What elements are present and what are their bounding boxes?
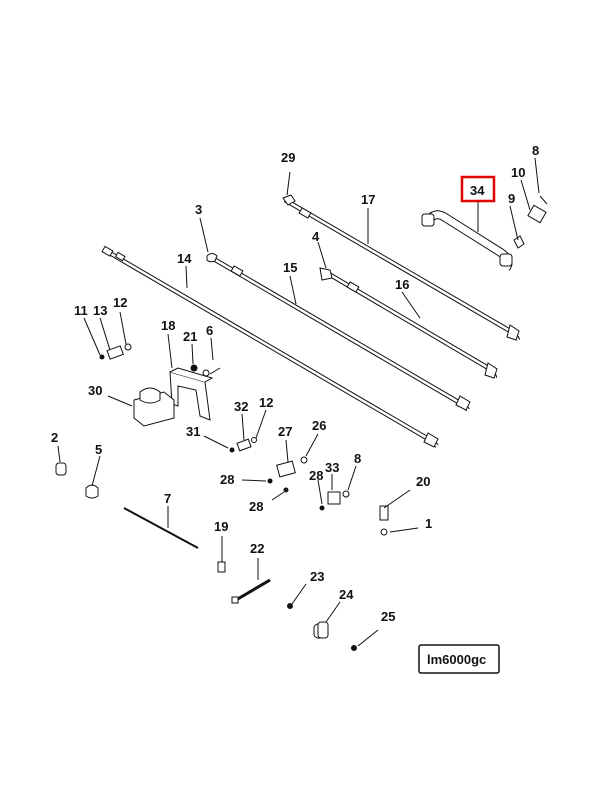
label-3: 3 xyxy=(195,202,202,217)
fasteners-parts-21-6 xyxy=(190,364,221,377)
label-19: 19 xyxy=(214,519,228,534)
tube-part-14 xyxy=(101,245,439,448)
label-10: 10 xyxy=(511,165,525,180)
label-20: 20 xyxy=(416,474,430,489)
label-9: 9 xyxy=(508,191,515,206)
fitting-part-2 xyxy=(55,462,67,476)
label-24: 24 xyxy=(339,587,354,602)
label-2: 2 xyxy=(51,430,58,445)
rod-part-7 xyxy=(123,507,199,549)
label-6: 6 xyxy=(206,323,213,338)
fitting-parts-31-32-12 xyxy=(229,437,257,453)
label-32: 32 xyxy=(234,399,248,414)
tee-part-27 xyxy=(267,456,308,493)
label-34: 34 xyxy=(470,183,485,198)
fitting-part-23 xyxy=(287,603,293,609)
bolt-part-22 xyxy=(231,578,271,604)
label-12-mid: 12 xyxy=(259,395,273,410)
label-13: 13 xyxy=(93,303,107,318)
fitting-parts-11-13-12 xyxy=(99,343,132,360)
highlight-box xyxy=(460,175,496,203)
fitting-parts-8-9-10 xyxy=(513,195,548,249)
label-29: 29 xyxy=(281,150,295,165)
label-7: 7 xyxy=(164,491,171,506)
label-25: 25 xyxy=(381,609,395,624)
label-8-top: 8 xyxy=(532,143,539,158)
bracket-part-18 xyxy=(169,367,214,421)
label-8-mid: 8 xyxy=(354,451,361,466)
label-28-mid: 28 xyxy=(309,468,323,483)
label-22: 22 xyxy=(250,541,264,556)
label-26: 26 xyxy=(312,418,326,433)
clamp-part-5 xyxy=(85,484,99,499)
label-28-left: 28 xyxy=(220,472,234,487)
label-15: 15 xyxy=(283,260,297,275)
leader-lines xyxy=(57,157,540,647)
fitting-part-33 xyxy=(319,490,350,511)
tube-part-16 xyxy=(319,267,498,379)
label-16: 16 xyxy=(395,277,409,292)
fitting-part-20 xyxy=(379,505,389,536)
label-5: 5 xyxy=(95,442,102,457)
label-17: 17 xyxy=(361,192,375,207)
hose-part-34 xyxy=(421,210,513,271)
fitting-part-19 xyxy=(217,561,226,573)
tube-part-17 xyxy=(282,194,521,341)
label-4: 4 xyxy=(312,229,320,244)
drawing-ref-box xyxy=(418,644,500,674)
label-28-low: 28 xyxy=(249,499,263,514)
label-21: 21 xyxy=(183,329,197,344)
label-31: 31 xyxy=(186,424,200,439)
drawing-ref-label: lm6000gc xyxy=(427,652,486,667)
label-27: 27 xyxy=(278,424,292,439)
label-14: 14 xyxy=(177,251,192,266)
label-30: 30 xyxy=(88,383,102,398)
fitting-part-25 xyxy=(351,645,357,651)
label-23: 23 xyxy=(310,569,324,584)
label-12-top: 12 xyxy=(113,295,127,310)
fitting-part-24 xyxy=(313,621,329,639)
part-labels: 29 3 17 4 14 15 16 34 8 10 9 11 13 12 18… xyxy=(51,143,539,624)
tube-part-15 xyxy=(206,253,471,412)
label-1: 1 xyxy=(425,516,432,531)
label-33: 33 xyxy=(325,460,339,475)
valve-part-30 xyxy=(133,387,175,427)
label-18: 18 xyxy=(161,318,175,333)
label-11: 11 xyxy=(74,303,88,318)
